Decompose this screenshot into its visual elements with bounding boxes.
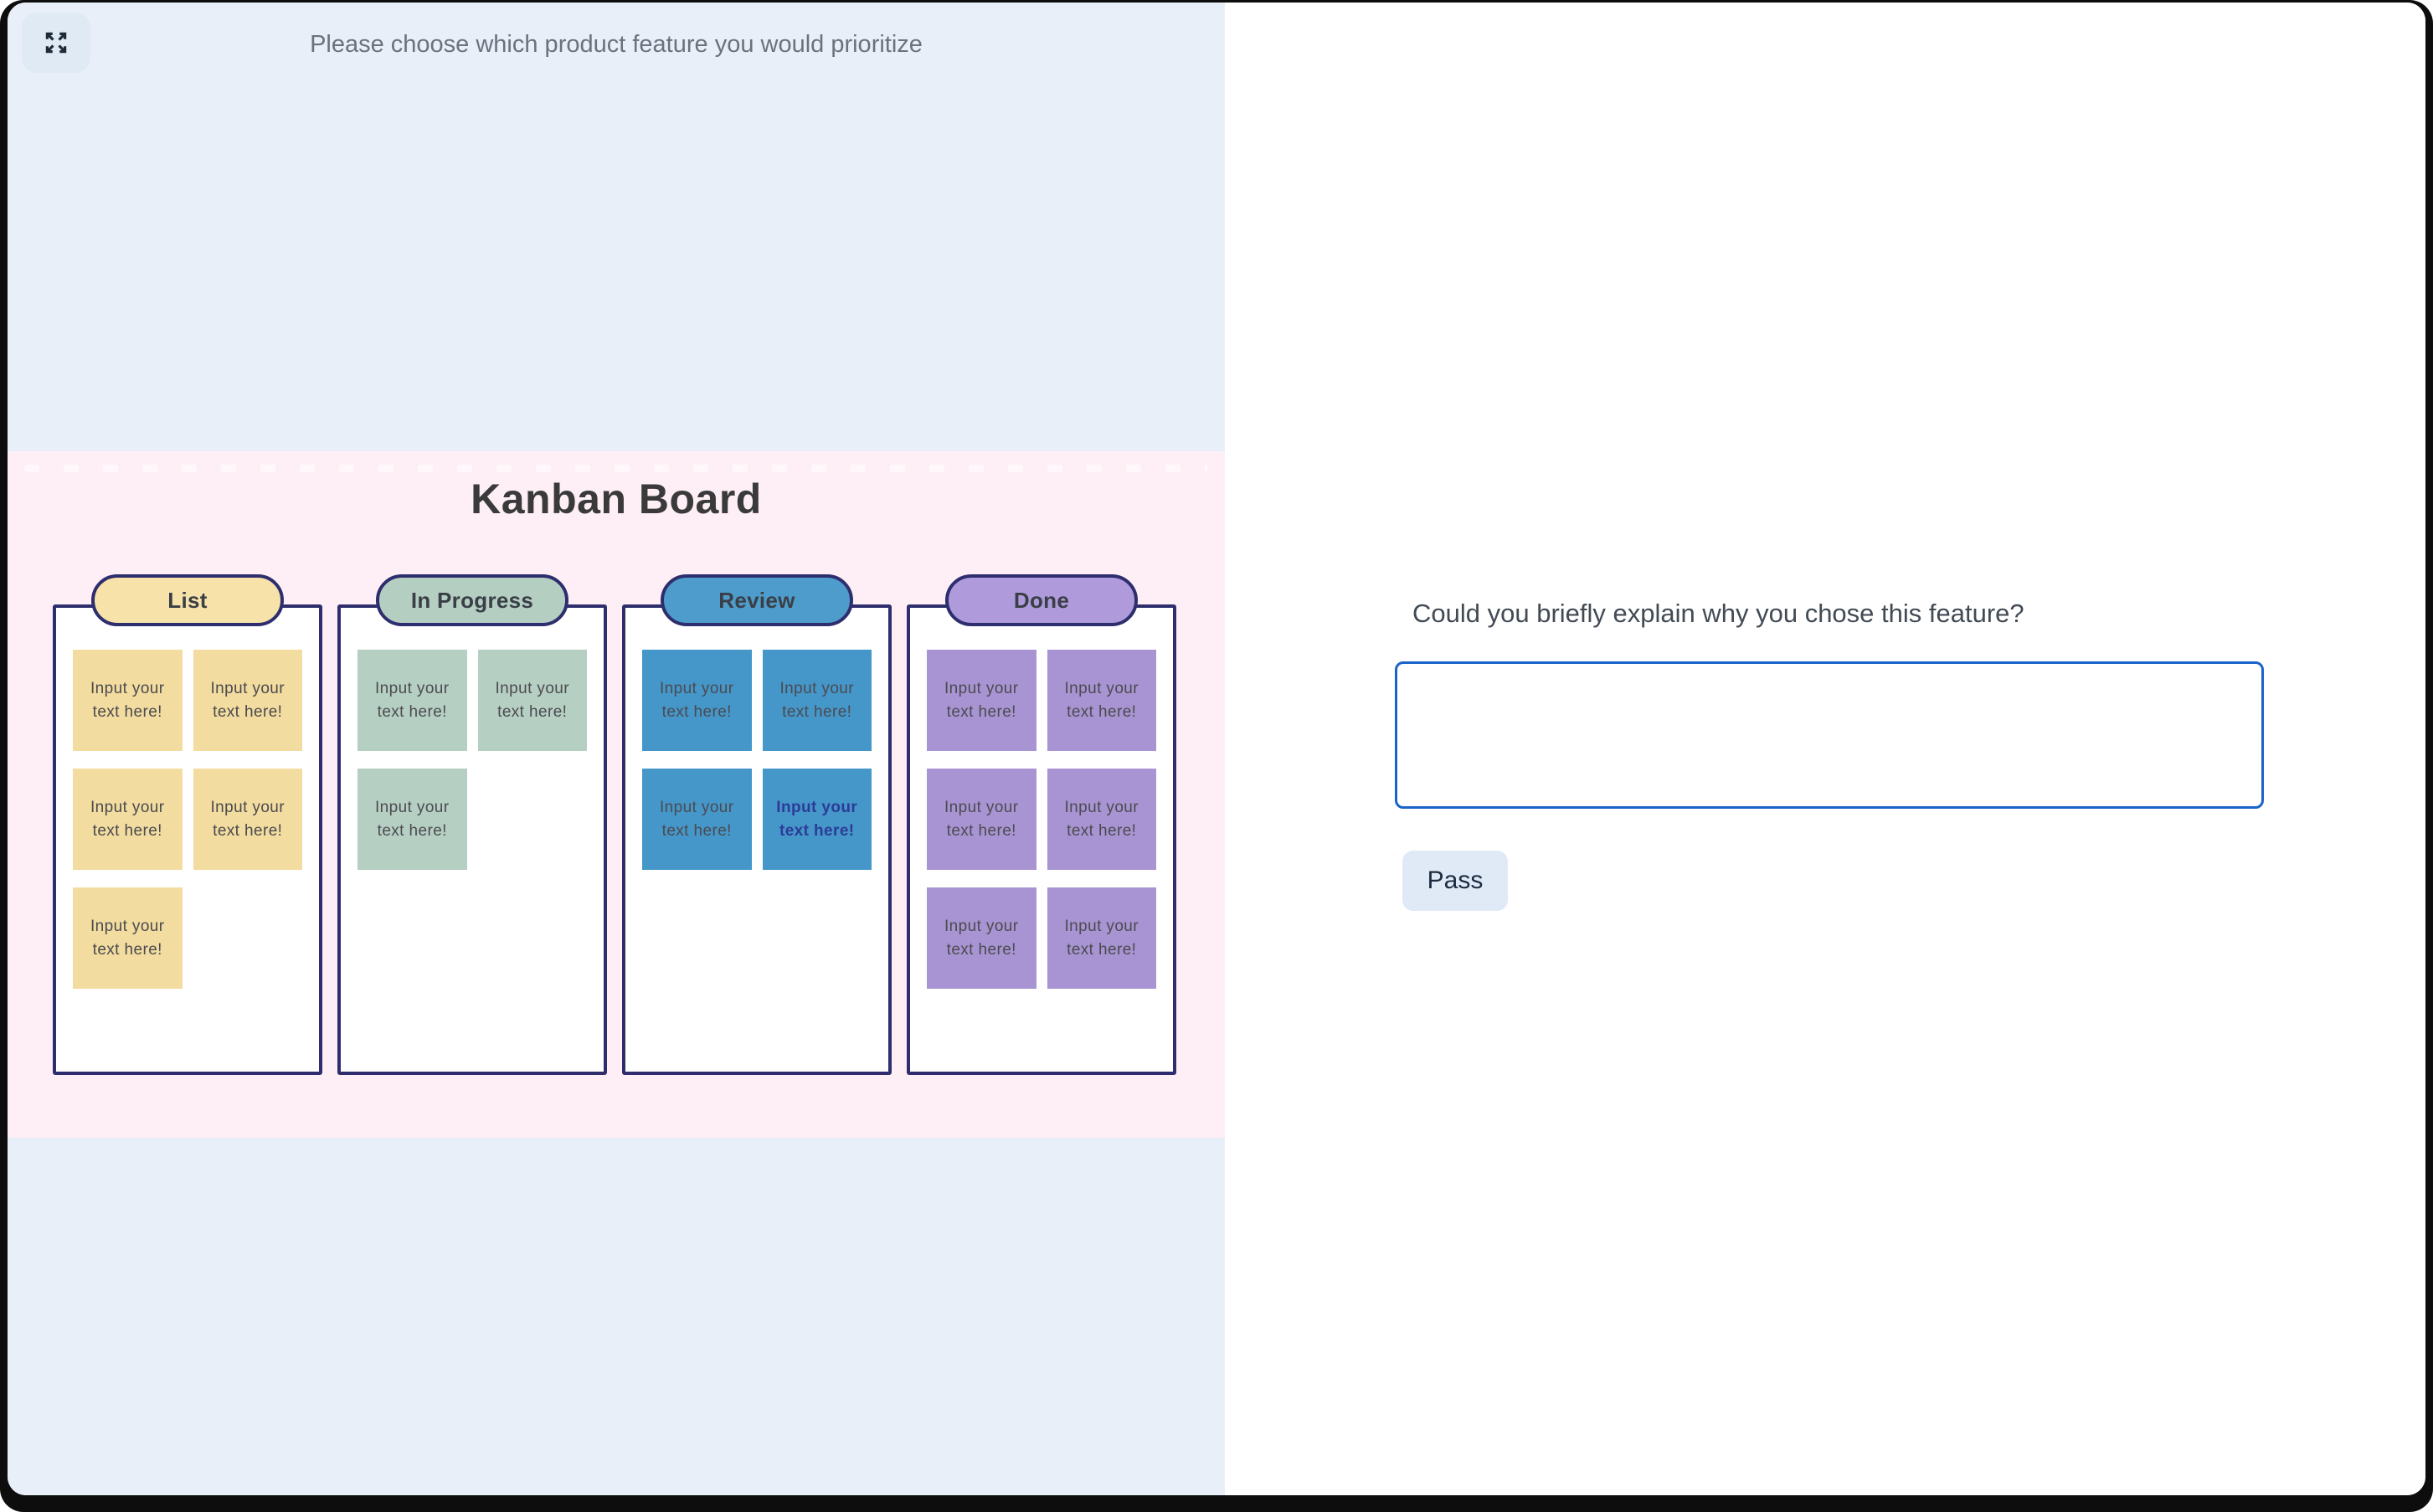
kanban-card[interactable]: Input your text here! xyxy=(1047,887,1156,989)
kanban-card[interactable]: Input your text here! xyxy=(927,650,1036,751)
card-grid: Input your text here! Input your text he… xyxy=(910,608,1173,1005)
kanban-card[interactable]: Input your text here! xyxy=(642,650,752,751)
kanban-column-list: List Input your text here! Input your te… xyxy=(53,574,322,1075)
expand-button[interactable] xyxy=(22,13,90,73)
kanban-columns: List Input your text here! Input your te… xyxy=(53,574,1176,1075)
kanban-column-done: Done Input your text here! Input your te… xyxy=(907,574,1176,1075)
card-grid: Input your text here! Input your text he… xyxy=(341,608,604,887)
kanban-card[interactable]: Input your text here! xyxy=(193,769,302,870)
kanban-card[interactable]: Input your text here! xyxy=(762,769,872,870)
kanban-card[interactable]: Input your text here! xyxy=(73,650,183,751)
kanban-card[interactable]: Input your text here! xyxy=(73,887,183,989)
kanban-column-review: Review Input your text here! Input your … xyxy=(622,574,892,1075)
kanban-card[interactable]: Input your text here! xyxy=(193,650,302,751)
kanban-board: Kanban Board List Input your text here! … xyxy=(8,451,1225,1138)
kanban-card[interactable]: Input your text here! xyxy=(73,769,183,870)
kanban-card[interactable]: Input your text here! xyxy=(357,769,467,870)
window-content: Please choose which product feature you … xyxy=(8,3,2425,1495)
kanban-column-in-progress: In Progress Input your text here! Input … xyxy=(337,574,607,1075)
expand-arrows-icon xyxy=(45,32,67,54)
column-header-review: Review xyxy=(661,574,853,626)
task-panel: Please choose which product feature you … xyxy=(8,3,1225,1495)
card-grid: Input your text here! Input your text he… xyxy=(56,608,319,1005)
column-header-done: Done xyxy=(945,574,1138,626)
kanban-card[interactable]: Input your text here! xyxy=(1047,769,1156,870)
answer-input[interactable] xyxy=(1395,661,2264,809)
kanban-card[interactable]: Input your text here! xyxy=(927,887,1036,989)
kanban-card[interactable]: Input your text here! xyxy=(357,650,467,751)
question-text: Could you briefly explain why you chose … xyxy=(1412,599,2024,628)
kanban-card[interactable]: Input your text here! xyxy=(927,769,1036,870)
kanban-card[interactable]: Input your text here! xyxy=(762,650,872,751)
response-panel: Could you briefly explain why you chose … xyxy=(1225,3,2425,1495)
pass-button[interactable]: Pass xyxy=(1402,851,1508,911)
kanban-card[interactable]: Input your text here! xyxy=(1047,650,1156,751)
kanban-card[interactable]: Input your text here! xyxy=(477,650,587,751)
board-title: Kanban Board xyxy=(471,476,762,522)
column-header-in-progress: In Progress xyxy=(376,574,568,626)
column-header-list: List xyxy=(91,574,284,626)
kanban-card[interactable]: Input your text here! xyxy=(642,769,752,870)
task-prompt: Please choose which product feature you … xyxy=(310,31,923,58)
card-grid: Input your text here! Input your text he… xyxy=(625,608,888,887)
